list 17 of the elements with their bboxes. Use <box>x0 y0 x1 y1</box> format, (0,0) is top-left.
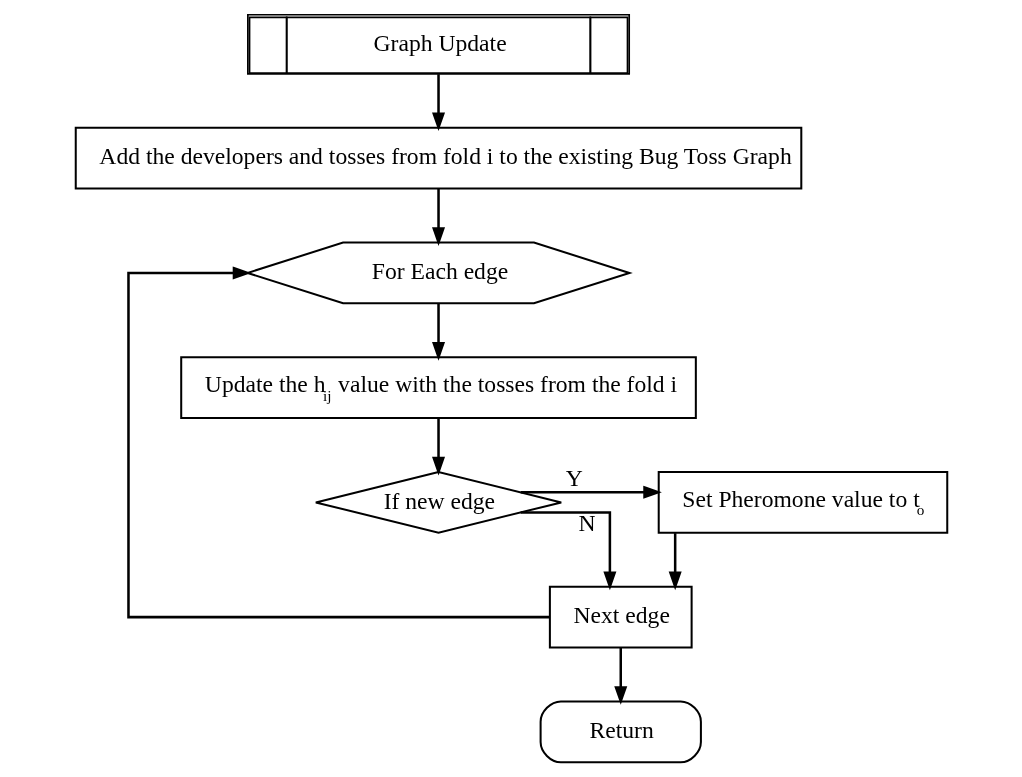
edge-label: N <box>578 510 596 537</box>
arrow <box>431 418 445 476</box>
arrow <box>431 74 445 132</box>
node-box: Next edge <box>548 585 693 649</box>
arrow <box>126 266 550 619</box>
arrow <box>431 303 445 361</box>
arrow <box>520 511 616 591</box>
node-box: Update the h$_{ij}$ value with the tosses from the fold i <box>179 356 697 420</box>
node-box: Add the developers and tosses from fold i to the existing Bug Toss Graph <box>74 126 802 190</box>
node-diamond: If new edge <box>314 470 562 534</box>
arrow <box>520 485 662 499</box>
node-box: Set Pheromone value to t$_{o}$ <box>657 471 948 534</box>
node-box: Return <box>539 700 702 764</box>
arrow <box>613 647 627 705</box>
arrow <box>668 533 682 591</box>
arrow <box>431 188 445 246</box>
edge-label: Y <box>565 464 583 491</box>
